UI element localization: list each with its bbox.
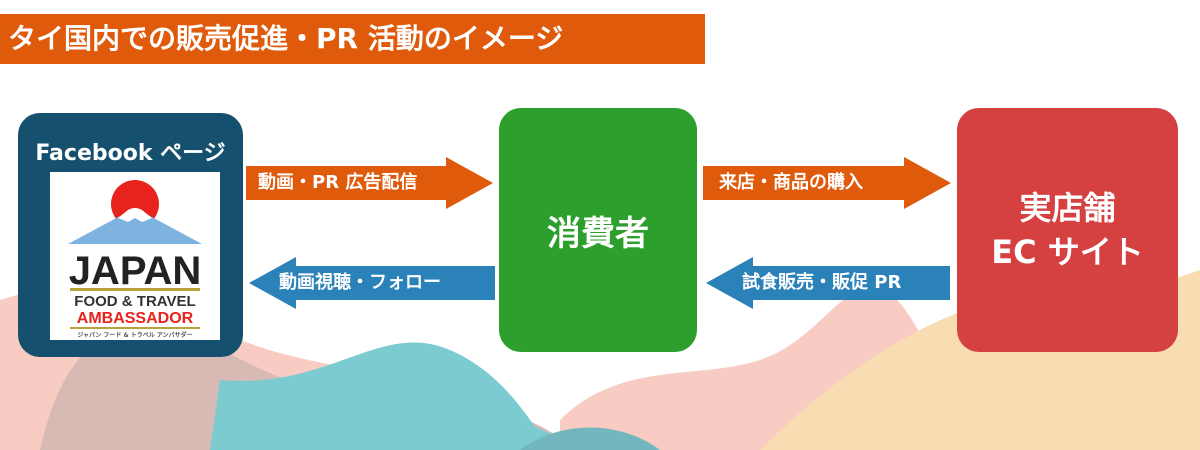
mount-fuji-sun-icon: JAPAN FOOD & TRAVEL AMBASSADOR ジャパン フード … xyxy=(68,180,202,339)
facebook-heading: Facebook ページ xyxy=(35,141,226,166)
arrow-label: 動画・PR 広告配信 xyxy=(258,172,418,193)
consumer-label: 消費者 xyxy=(547,213,649,254)
arrow-store-visit: 来店・商品の購入 xyxy=(703,157,951,209)
arrow-ad-delivery: 動画・PR 広告配信 xyxy=(246,157,493,209)
store-label-line2: EC サイト xyxy=(991,233,1144,271)
facebook-page-box: Facebook ページ JAPAN FOOD & TRAVEL AMBASSA… xyxy=(18,113,243,357)
store-box: 実店舗 EC サイト xyxy=(957,108,1178,352)
arrow-label: 動画視聴・フォロー xyxy=(279,272,441,293)
arrow-sampling-promo: 試食販売・販促 PR xyxy=(706,257,950,309)
japan-food-travel-ambassador-logo: JAPAN FOOD & TRAVEL AMBASSADOR ジャパン フード … xyxy=(50,172,220,340)
page-title: タイ国内での販売促進・PR 活動のイメージ xyxy=(0,14,705,64)
logo-kana: ジャパン フード & トラベル アンバサダー xyxy=(77,331,192,339)
consumer-box: 消費者 xyxy=(499,108,697,352)
arrow-label: 来店・商品の購入 xyxy=(719,172,863,193)
arrow-video-follow: 動画視聴・フォロー xyxy=(249,257,495,309)
logo-subtitle: FOOD & TRAVEL xyxy=(74,293,195,310)
logo-ambassador: AMBASSADOR xyxy=(77,310,194,327)
logo-main-text: JAPAN xyxy=(69,249,202,293)
store-label-line1: 実店舗 xyxy=(1019,189,1116,227)
arrow-label: 試食販売・販促 PR xyxy=(742,272,902,293)
